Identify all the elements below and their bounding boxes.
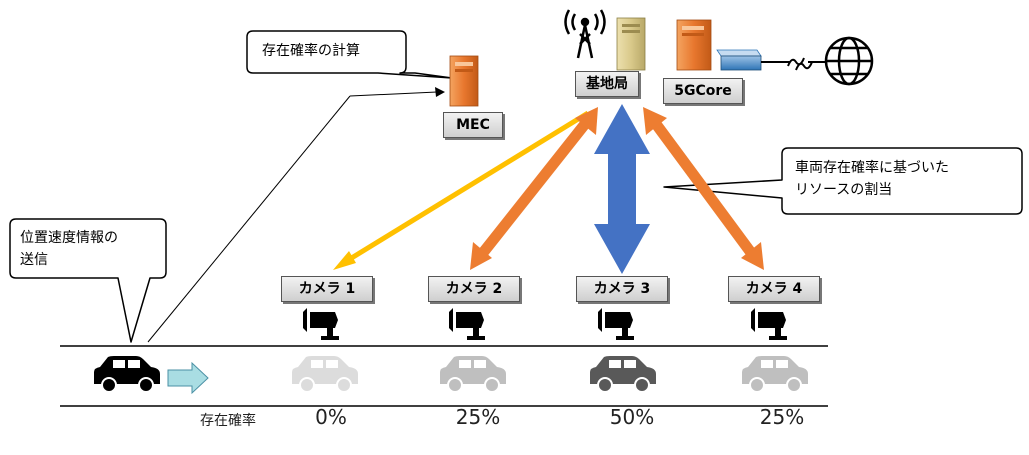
camera-icon: [303, 308, 339, 340]
probability-label: 存在確率: [200, 413, 256, 429]
base-station-label: 基地局: [575, 71, 639, 97]
callout-send: [9, 218, 167, 343]
yellow-arrow-camera-1: [333, 110, 590, 270]
network-switch-icon: [716, 49, 762, 71]
core-label: 5GCore: [663, 78, 743, 104]
callout-mec-calc: [246, 30, 453, 79]
camera-icon: [751, 308, 787, 340]
car-icon-camera-3: [590, 356, 656, 393]
callout-allocation: [663, 147, 1023, 215]
camera-4-probability: 25%: [759, 405, 805, 429]
car-icon-camera-2: [440, 356, 506, 393]
orange-arrow-camera-2: [470, 107, 598, 270]
direction-arrow-icon: [167, 361, 209, 395]
uplink-line-to-mec: [147, 87, 445, 343]
camera-1-probability: 0%: [315, 405, 347, 429]
callout-mec-calc-text: 存在確率の計算: [262, 43, 360, 59]
radio-tower-icon: [564, 9, 606, 59]
camera-icon: [449, 308, 485, 340]
base-station-server-icon: [616, 17, 646, 71]
callout-allocation-line-1: 車両存在確率に基づいた: [795, 160, 949, 176]
camera-2-probability: 25%: [455, 405, 501, 429]
camera-3-label: カメラ 3: [576, 276, 668, 302]
camera-2-label: カメラ 2: [428, 276, 520, 302]
callout-send-line-2: 送信: [20, 252, 48, 268]
orange-arrow-camera-4: [643, 107, 764, 270]
car-icon-vehicle: [94, 356, 160, 393]
wireless-link-icon: [761, 57, 826, 71]
car-icon-camera-1: [292, 356, 358, 393]
mec-label: MEC: [443, 112, 503, 138]
camera-icon: [598, 308, 634, 340]
blue-arrow-camera-3: [594, 104, 650, 274]
globe-icon: [824, 36, 874, 86]
camera-3-probability: 50%: [609, 405, 655, 429]
mec-server-icon: [449, 55, 479, 107]
car-icon-camera-4: [742, 356, 808, 393]
callout-send-line-1: 位置速度情報の: [20, 230, 118, 246]
camera-1-label: カメラ 1: [281, 276, 373, 302]
callout-allocation-line-2: リソースの割当: [795, 182, 893, 198]
core-server-icon: [676, 19, 712, 71]
camera-4-label: カメラ 4: [728, 276, 820, 302]
